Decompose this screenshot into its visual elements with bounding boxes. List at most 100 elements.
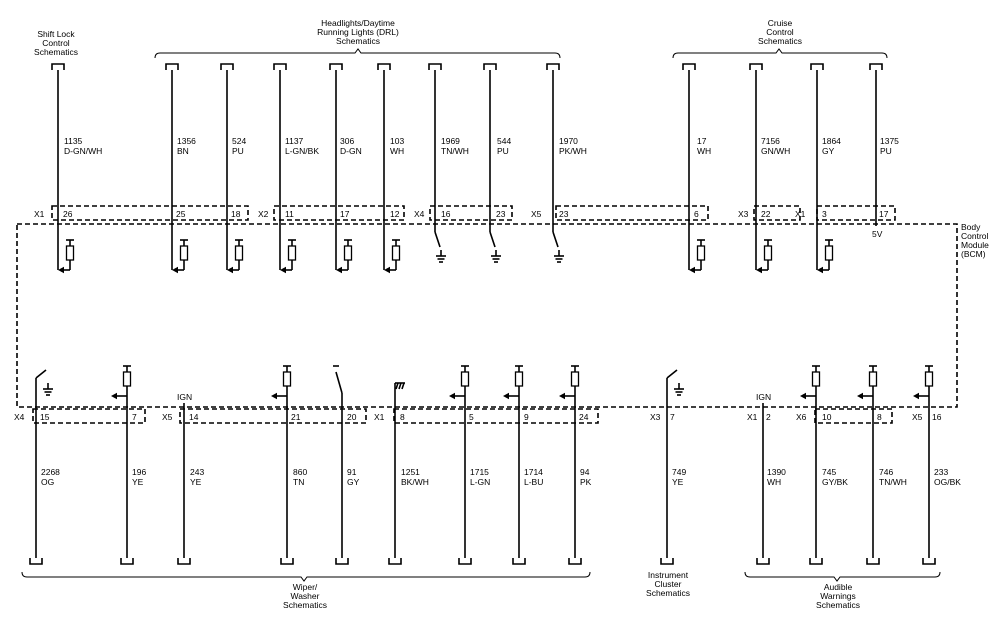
arrow-icon [336,266,342,274]
svg-text:2: 2 [766,412,771,422]
terminal-icon [428,63,442,70]
svg-text:7: 7 [132,412,137,422]
svg-text:GN/WH: GN/WH [761,146,790,156]
svg-text:10: 10 [822,412,832,422]
svg-text:3: 3 [822,209,827,219]
svg-text:PU: PU [880,146,892,156]
chassis-ground-icon [395,382,405,390]
svg-text:TN: TN [293,477,304,487]
terminal-icon [51,63,65,70]
wiper-bracket [21,571,591,582]
svg-text:Schematics: Schematics [758,36,802,46]
svg-text:196: 196 [132,467,146,477]
svg-text:Cluster: Cluster [655,579,682,589]
svg-text:YE: YE [132,477,144,487]
svg-text:GY: GY [347,477,360,487]
arrow-icon [384,266,390,274]
bottom-connector-label: X1 [374,412,385,422]
terminal-icon [922,558,936,565]
terminal-icon [546,63,560,70]
svg-text:WH: WH [697,146,711,156]
resistor-icon [824,245,834,261]
bcm-module-label: Body Control Module (BCM) [961,222,989,259]
terminal-icon [749,63,763,70]
cruise-bracket [672,48,888,59]
svg-text:PK/WH: PK/WH [559,146,587,156]
arrow-icon [58,266,64,274]
terminal-icon [177,558,191,565]
svg-text:14: 14 [189,412,199,422]
svg-text:GY: GY [822,146,835,156]
svg-text:D-GN: D-GN [340,146,362,156]
bottom-connector-x1-box [393,408,599,424]
svg-text:22: 22 [761,209,771,219]
terminal-icon [120,558,134,565]
top-connector-label: X4 [414,209,425,219]
bottom-connector-label: X1 [747,412,758,422]
svg-text:15: 15 [40,412,50,422]
svg-text:17: 17 [879,209,889,219]
chassis-tick [395,382,399,390]
svg-text:Running Lights (DRL): Running Lights (DRL) [317,27,399,37]
terminal-icon [809,558,823,565]
svg-text:GY/BK: GY/BK [822,477,848,487]
terminal-icon [29,558,43,565]
svg-text:Wiper/: Wiper/ [293,582,318,592]
svg-text:20: 20 [347,412,357,422]
bottom-connector-label: X6 [796,412,807,422]
svg-text:Audible: Audible [824,582,853,592]
top-connector-x5-box [555,205,709,221]
svg-text:Schematics: Schematics [34,47,78,57]
ground-icon [554,255,564,263]
svg-text:746: 746 [879,467,893,477]
terminal-icon [810,63,824,70]
svg-text:5V: 5V [872,229,883,239]
terminal-icon [220,63,234,70]
svg-text:Control: Control [766,27,794,37]
svg-text:16: 16 [932,412,942,422]
audible-label: Audible Warnings Schematics [816,582,860,610]
resistor-icon [460,371,470,387]
svg-text:Schematics: Schematics [336,36,380,46]
svg-text:1715: 1715 [470,467,489,477]
bottom-connector-label: X3 [650,412,661,422]
arrow-icon [172,266,178,274]
resistor-icon [514,371,524,387]
svg-text:Headlights/Daytime: Headlights/Daytime [321,18,395,28]
bottom-connector-label: X5 [162,412,173,422]
svg-text:2268: 2268 [41,467,60,477]
terminal-icon [866,558,880,565]
resistor-icon [343,245,353,261]
svg-text:306: 306 [340,136,354,146]
svg-text:Control: Control [42,38,70,48]
svg-text:23: 23 [559,209,569,219]
svg-text:Washer: Washer [291,591,320,601]
resistor-icon [924,371,934,387]
svg-text:WH: WH [767,477,781,487]
svg-text:745: 745 [822,467,836,477]
svg-text:25: 25 [176,209,186,219]
resistor-icon [868,371,878,387]
svg-text:8: 8 [400,412,405,422]
headlights-label: Headlights/Daytime Running Lights (DRL) … [317,18,399,46]
svg-text:1356: 1356 [177,136,196,146]
terminal-icon [165,63,179,70]
svg-text:21: 21 [291,412,301,422]
svg-text:Warnings: Warnings [820,591,856,601]
svg-text:Schematics: Schematics [816,600,860,610]
shift-lock-label: Shift Lock Control Schematics [34,29,78,57]
terminal-icon [280,558,294,565]
arrow-icon [756,266,762,274]
svg-text:L-GN: L-GN [470,477,490,487]
